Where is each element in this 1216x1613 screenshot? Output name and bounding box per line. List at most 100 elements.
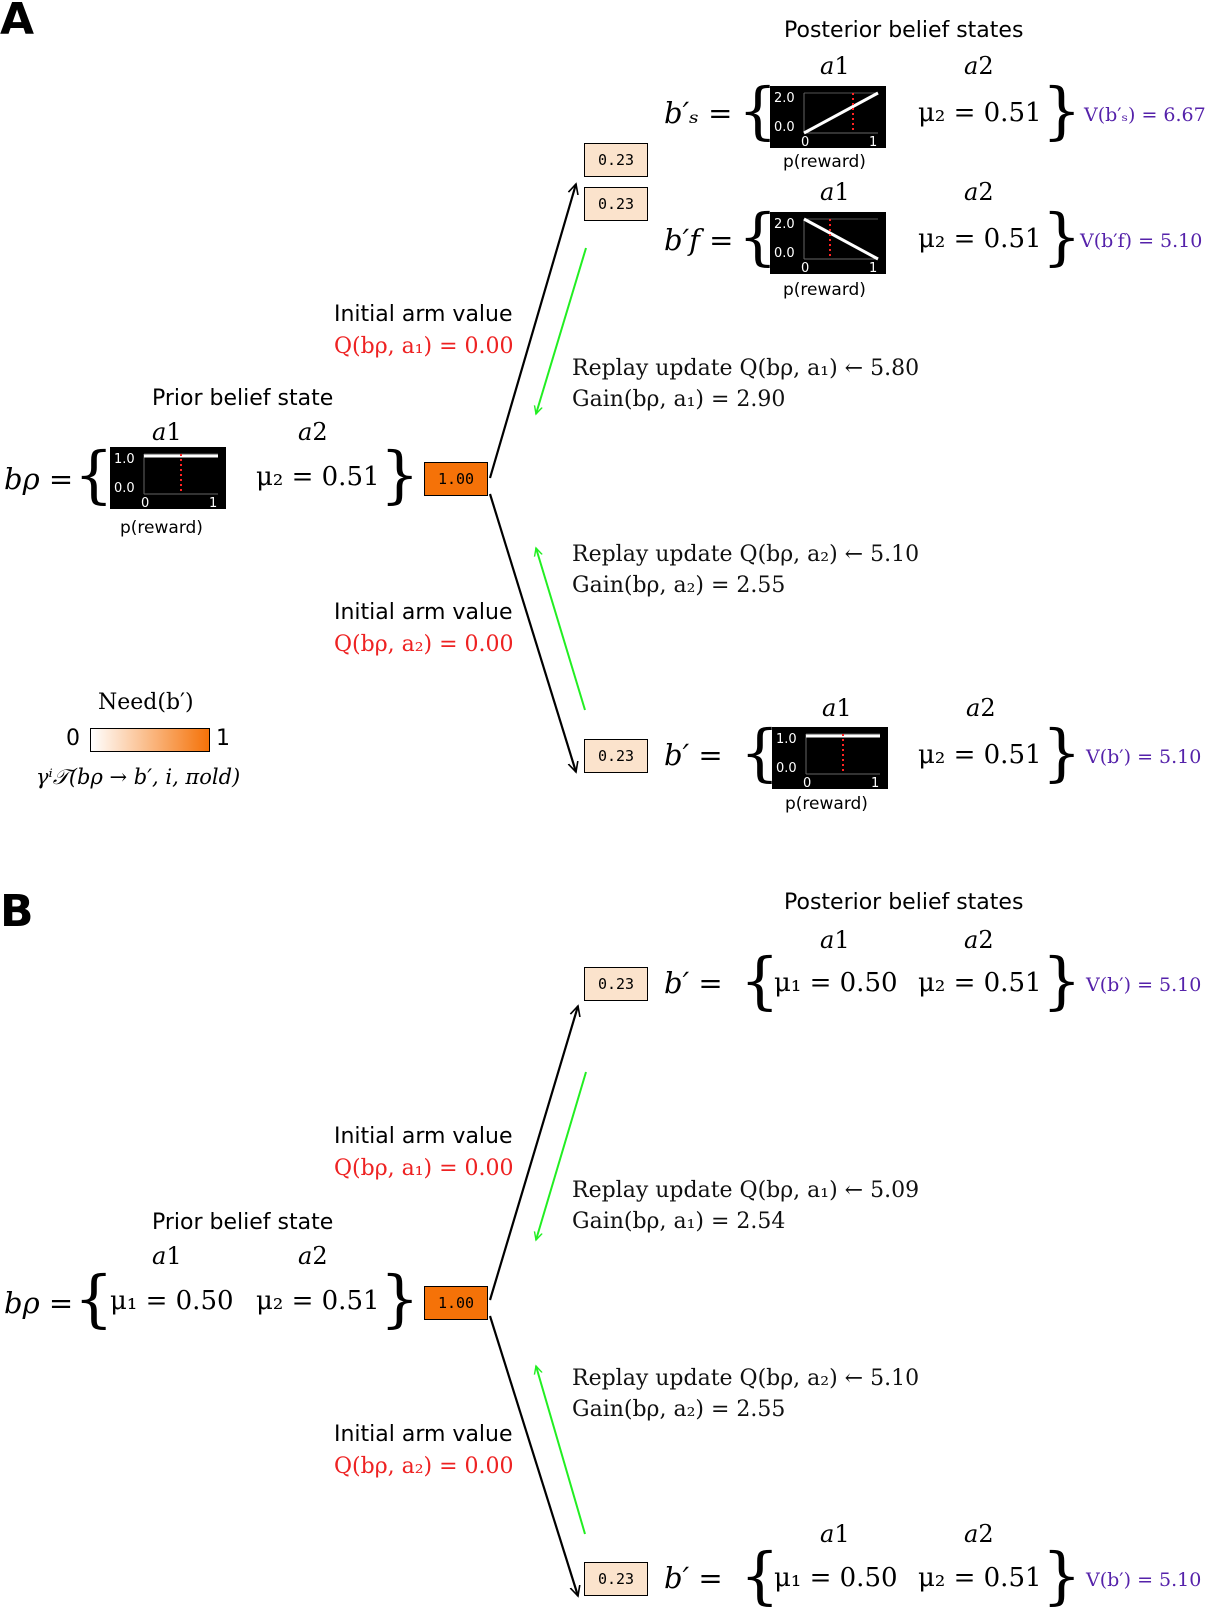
replay-update-a1: Replay update Q(bρ, a₁) ← 5.80 [572,356,920,381]
prior-plot-ybot: 0.0 [114,481,135,496]
replay-arrow-a1 [536,247,587,414]
value-failure: V(b′f) = 5.10 [1080,230,1203,252]
need-box-root-b: 1.00 [424,1286,488,1320]
brace-right: } [1042,716,1082,789]
colorbar-formula: γⁱ𝒯(bρ → b′, i, πold) [36,765,241,789]
posterior-arm2-plot: 1.0 0.0 0 1 [772,727,888,791]
brace-left: { [738,74,778,147]
prior-plot-ytop: 1.0 [114,452,135,467]
replay-arrow-a2-b [536,1366,586,1535]
need-box-failure: 0.23 [584,187,648,221]
replay-arrow-a1-b [536,1071,587,1240]
arm2-plot-ytop: 1.0 [776,732,797,747]
arrow-root-to-upper-b [488,1006,578,1301]
initial-arm-label-a2-b: Initial arm value [334,1422,513,1447]
arm2-plot-ybot: 0.0 [776,761,797,776]
replay-update-a2-b: Replay update Q(bρ, a₂) ← 5.10 [572,1366,920,1391]
posterior-success-symbol: b′ₛ = [664,96,733,130]
posterior-failure-symbol: b′f = [664,223,734,257]
arm-label-a1-fail: a1 [820,178,850,206]
gain-a2: Gain(bρ, a₂) = 2.55 [572,573,786,598]
replay-update-a2: Replay update Q(bρ, a₂) ← 5.10 [572,542,920,567]
brace-right: } [1042,200,1082,273]
value-b-lower: V(b′) = 5.10 [1086,1569,1202,1591]
arrow-root-to-arm2 [488,493,576,772]
posterior-success-plot: 2.0 0.0 0 1 [770,86,886,150]
b-lower-mu1: μ₁ = 0.50 [774,1563,898,1593]
success-plot-x1: 1 [869,135,877,150]
initial-q-a2-b: Q(bρ, a₂) = 0.00 [334,1454,514,1479]
prior-title-b: Prior belief state [152,1210,334,1235]
arrow-root-to-success [488,184,576,479]
arm-label-a2-top: a2 [964,52,994,80]
value-b-upper: V(b′) = 5.10 [1086,974,1202,996]
arm-label-a2-b-top: a2 [964,926,994,954]
posterior-failure-plot: 2.0 0.0 0 1 [770,212,886,276]
arm-label-a2-fail: a2 [964,178,994,206]
arm-label-a1-arm2: a1 [822,694,852,722]
initial-q-a1: Q(bρ, a₁) = 0.00 [334,334,514,359]
gain-a1: Gain(bρ, a₁) = 2.90 [572,387,786,412]
posterior-title-b: Posterior belief states [784,890,1024,915]
initial-arm-label-a2: Initial arm value [334,600,513,625]
brace-right: } [380,1262,420,1335]
brace-right: } [1042,74,1082,147]
success-plot-xlabel: p(reward) [783,152,866,172]
prior-b-arm-label-a2: a2 [298,1242,328,1270]
posterior-b-upper-symbol: b′ = [664,966,723,1000]
initial-arm-label-a1: Initial arm value [334,302,513,327]
initial-arm-label-a1-b: Initial arm value [334,1124,513,1149]
need-box-b-upper: 0.23 [584,967,648,1001]
success-plot-ytop: 2.0 [774,91,795,106]
brace-left: { [740,716,780,789]
prior-b-mu2: μ₂ = 0.51 [256,1286,380,1316]
success-plot-x0: 0 [801,135,809,150]
brace-right: } [1042,944,1082,1017]
gain-a1-b: Gain(bρ, a₁) = 2.54 [572,1209,786,1234]
brace-left: { [738,200,778,273]
need-box-success: 0.23 [584,143,648,177]
colorbar-title: Need(b′) [98,690,194,715]
posterior-arm2-symbol: b′ = [664,738,723,772]
need-box-arm2: 0.23 [584,739,648,773]
prior-plot: 1.0 0.0 0 1 [110,447,226,511]
success-plot-ybot: 0.0 [774,120,795,135]
prior-arm-label-a1: a1 [152,418,182,446]
brace-left: { [74,438,114,511]
gain-a2-b: Gain(bρ, a₂) = 2.55 [572,1397,786,1422]
failure-plot-ybot: 0.0 [774,246,795,261]
value-arm2: V(b′) = 5.10 [1086,746,1202,768]
brace-left: { [74,1262,114,1335]
prior-symbol: bρ = [4,462,74,496]
b-upper-mu1: μ₁ = 0.50 [774,968,898,998]
colorbar-gradient [90,728,210,752]
success-mu2: μ₂ = 0.51 [918,98,1042,128]
arm-label-a2-b-bottom: a2 [964,1520,994,1548]
brace-left: { [740,944,780,1017]
failure-plot-ytop: 2.0 [774,217,795,232]
prior-arm-label-a2: a2 [298,418,328,446]
prior-plot-x0: 0 [141,496,149,511]
need-box-root: 1.00 [424,462,488,496]
initial-q-a2: Q(bρ, a₂) = 0.00 [334,632,514,657]
prior-title-a: Prior belief state [152,386,334,411]
b-lower-mu2: μ₂ = 0.51 [918,1563,1042,1593]
arm2-plot-x0: 0 [803,776,811,791]
arm-label-a1-top: a1 [820,52,850,80]
failure-plot-x1: 1 [869,261,877,276]
brace-left: { [740,1539,780,1612]
panel-label-b: B [0,886,34,937]
prior-plot-xlabel: p(reward) [120,518,203,538]
arrow-root-to-lower-b [488,1315,578,1596]
brace-right: } [380,438,420,511]
replay-arrow-a2 [536,548,586,711]
failure-mu2: μ₂ = 0.51 [918,224,1042,254]
arm2-plot-xlabel: p(reward) [785,794,868,814]
arm-label-a2-arm2: a2 [966,694,996,722]
need-box-b-lower: 0.23 [584,1562,648,1596]
value-success: V(b′ₛ) = 6.67 [1084,104,1206,126]
replay-update-a1-b: Replay update Q(bρ, a₁) ← 5.09 [572,1178,920,1203]
initial-q-a1-b: Q(bρ, a₁) = 0.00 [334,1156,514,1181]
arm2-plot-x1: 1 [871,776,879,791]
